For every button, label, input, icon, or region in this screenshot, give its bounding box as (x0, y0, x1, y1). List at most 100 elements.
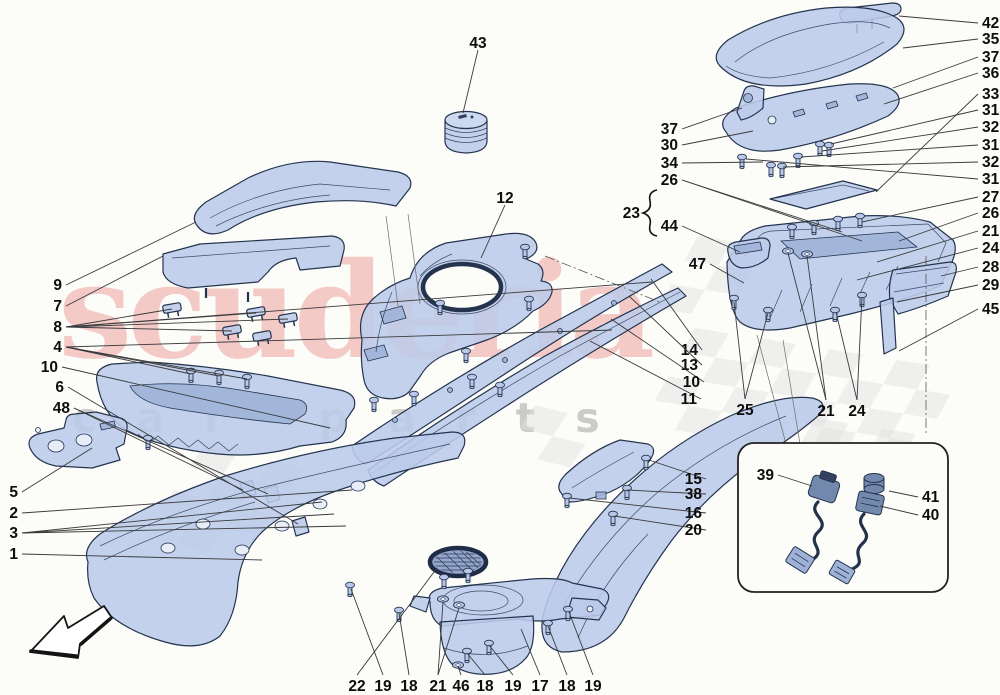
callout-3: 3 (9, 525, 18, 542)
direction-arrow-icon (29, 605, 113, 659)
callout-19: 19 (374, 678, 392, 695)
part-mesh-grille (427, 545, 489, 579)
callout-18: 18 (476, 678, 494, 695)
leader-line (21, 553, 263, 561)
leader-line (898, 15, 979, 24)
leader-line (65, 255, 164, 307)
leader-line (892, 56, 979, 89)
leader-line (73, 407, 269, 495)
part-clips (162, 302, 298, 346)
callout-29: 29 (982, 277, 1000, 294)
callout-32: 32 (982, 119, 999, 136)
construction-lines (385, 213, 927, 445)
callout-9: 9 (53, 277, 62, 294)
callout-21: 21 (817, 403, 835, 420)
leader-line (898, 308, 979, 352)
leader-line (520, 628, 541, 676)
callout-10: 10 (683, 374, 700, 391)
leader-line (681, 130, 754, 146)
leader-line (21, 513, 335, 534)
part-cup-mechanism (409, 577, 610, 675)
leader-line (67, 386, 299, 525)
leader-line (21, 501, 323, 534)
callout-31: 31 (982, 137, 1000, 154)
leader-line (568, 497, 707, 514)
leader-line (21, 447, 93, 493)
leader-line (547, 625, 568, 676)
callout-26: 26 (661, 172, 679, 189)
leader-line (488, 644, 514, 676)
leader-line (681, 107, 743, 130)
callout-48: 48 (53, 400, 71, 417)
callout-6: 6 (55, 379, 64, 396)
leader-line (626, 489, 707, 495)
callout-5: 5 (9, 484, 18, 501)
leader-line (466, 652, 486, 676)
callout-31: 31 (982, 171, 1000, 188)
leader-line (821, 126, 979, 152)
leader-line (875, 93, 979, 193)
leader-line (856, 296, 863, 401)
leader-line (861, 196, 979, 223)
leader-line (457, 665, 462, 676)
callout-40: 40 (922, 507, 939, 524)
leader-line (806, 255, 827, 401)
leader-line (65, 281, 653, 328)
callout-42: 42 (982, 15, 999, 32)
callout-36: 36 (982, 65, 1000, 82)
leader-line (898, 212, 979, 242)
leader-line (681, 179, 863, 242)
callout-43: 43 (469, 35, 487, 52)
leader-line (709, 263, 745, 284)
leader-line (876, 230, 979, 263)
leader-line (883, 72, 979, 105)
leader-line (462, 49, 479, 114)
callout-27: 27 (982, 189, 999, 206)
leader-line (800, 144, 979, 158)
callout-23: 23 (623, 205, 641, 222)
leader-line (830, 109, 979, 145)
callout-37: 37 (982, 49, 999, 66)
part-side-trim-strip (888, 261, 957, 315)
callout-15: 15 (685, 471, 703, 488)
part-knob (444, 110, 488, 154)
leader-line (65, 346, 248, 380)
callout-2: 2 (9, 505, 18, 522)
leader-line (733, 301, 746, 400)
callout-19: 19 (584, 678, 602, 695)
leader-line (350, 588, 384, 676)
callout-41: 41 (922, 489, 940, 506)
callout-39: 39 (757, 467, 775, 484)
callout-18: 18 (400, 678, 418, 695)
part-armrest-lid (715, 6, 905, 87)
callout-22: 22 (348, 678, 365, 695)
part-storage-compartment (726, 215, 956, 331)
connector-cable-39 (785, 470, 841, 574)
leader-line (480, 204, 506, 259)
leader-line (777, 474, 813, 487)
callout-32: 32 (982, 154, 999, 171)
leader-line (902, 38, 979, 49)
callout-layer: 9784106485231431242353736333132313231272… (9, 15, 999, 695)
callout-28: 28 (982, 259, 1000, 276)
leader-line (940, 266, 979, 277)
callout-12: 12 (496, 190, 513, 207)
part-support-bracket (28, 411, 128, 469)
callout-45: 45 (982, 301, 1000, 318)
leader-line (437, 607, 460, 676)
leader-line (782, 161, 979, 168)
callout-34: 34 (661, 155, 679, 172)
callout-21: 21 (429, 678, 447, 695)
part-latch-bracket (727, 237, 771, 269)
callout-16: 16 (685, 505, 703, 522)
callout-24: 24 (982, 240, 1000, 257)
callout-17: 17 (531, 678, 548, 695)
callout-18: 18 (558, 678, 576, 695)
leader-line (879, 505, 919, 516)
part-rubber-mat (769, 180, 878, 210)
callout-37: 37 (661, 121, 678, 138)
leader-line (73, 407, 244, 491)
callout-10: 10 (41, 359, 58, 376)
callout-7: 7 (53, 298, 62, 315)
